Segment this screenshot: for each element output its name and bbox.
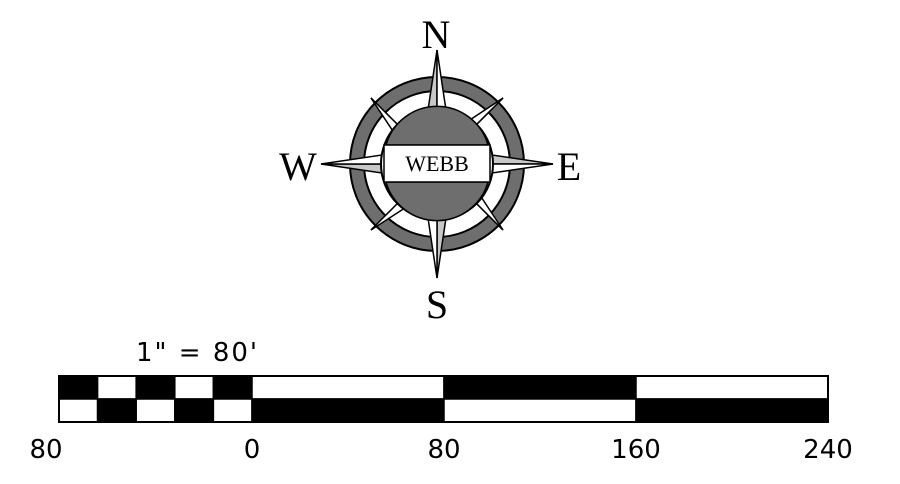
scale-bar-main-segments bbox=[251, 375, 829, 423]
scale-tick-label: 0 bbox=[244, 435, 261, 465]
scale-tick-label: 80 bbox=[29, 435, 62, 465]
compass-north-label: N bbox=[422, 12, 451, 57]
compass-center-medallion: WEBB bbox=[380, 105, 494, 222]
scale-bar-tick-labels: 80 0 80 160 240 bbox=[29, 435, 852, 465]
scale-bar-subdivisions bbox=[58, 375, 253, 423]
compass-west-label: W bbox=[279, 144, 317, 189]
scale-bar: 1" = 80' bbox=[29, 338, 852, 465]
compass-rose: WEBB N S E W bbox=[279, 12, 581, 327]
scale-bar-outline bbox=[58, 375, 829, 423]
scale-tick-label: 240 bbox=[803, 435, 853, 465]
compass-center-label: WEBB bbox=[405, 151, 469, 176]
scale-ratio-label: 1" = 80' bbox=[136, 338, 259, 368]
scale-tick-label: 80 bbox=[427, 435, 460, 465]
compass-south-label: S bbox=[426, 282, 448, 327]
scale-tick-label: 160 bbox=[611, 435, 661, 465]
compass-east-label: E bbox=[557, 144, 581, 189]
